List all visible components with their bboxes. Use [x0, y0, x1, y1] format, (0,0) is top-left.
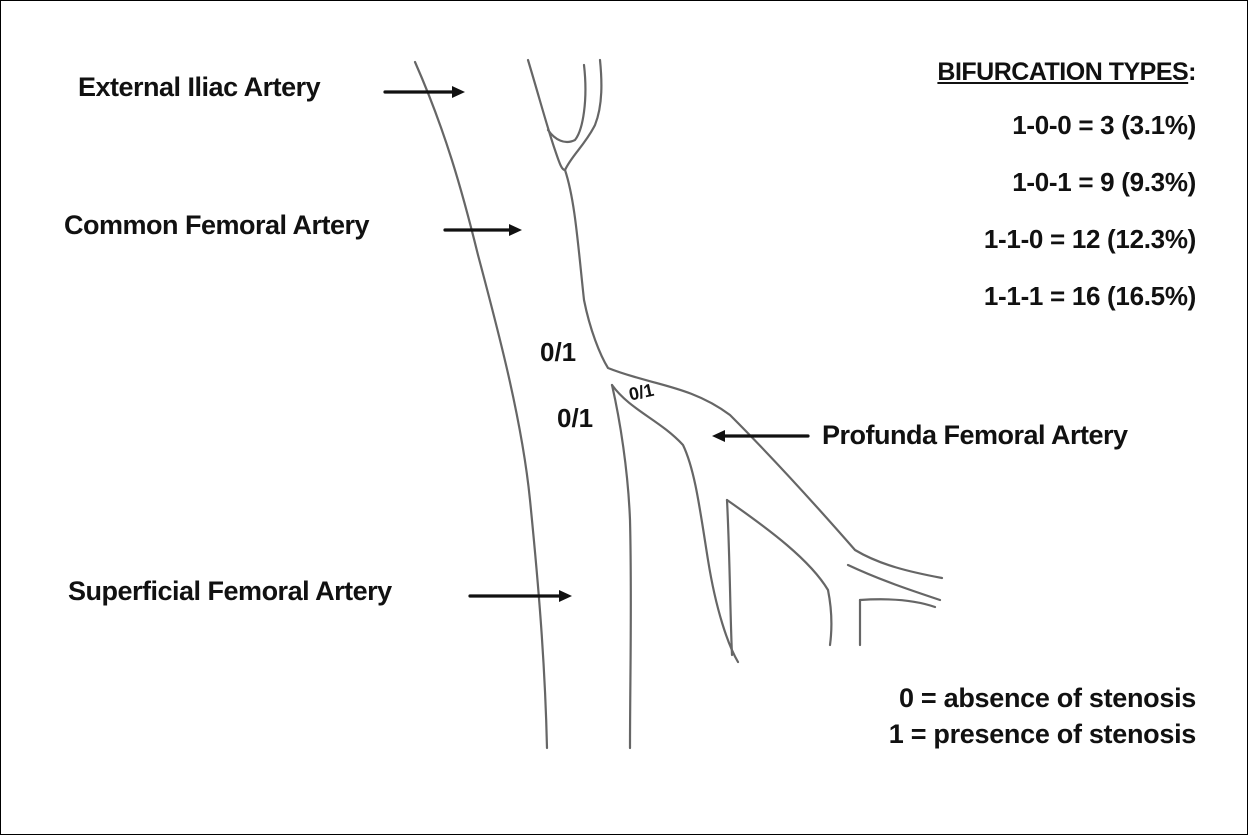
arrowhead-superficial-femoral: [559, 590, 572, 602]
profunda-distal-upper: [848, 565, 940, 600]
legend-absence: 0 = absence of stenosis: [889, 683, 1196, 719]
cfa-stenosis-code: 0/1: [540, 337, 576, 368]
bifurcation-title-colon: :: [1188, 58, 1196, 86]
sfa-right-wall: [612, 385, 631, 748]
bifurcation-type-item: 1-1-1 = 16 (16.5%): [984, 281, 1196, 338]
bifurcation-type-item: 1-1-0 = 12 (12.3%): [984, 224, 1196, 281]
iliac-branch-notch: [548, 65, 585, 142]
external-iliac-artery-label: External Iliac Artery: [78, 72, 320, 103]
common-femoral-artery-label: Common Femoral Artery: [64, 210, 369, 241]
bifurcation-types-title: BIFURCATION TYPES:: [937, 58, 1196, 87]
arrowhead-profunda-femoral: [712, 430, 725, 442]
sfa-stenosis-code: 0/1: [557, 403, 593, 434]
profunda-middle-branch-2: [727, 500, 831, 645]
bifurcation-types-list: 1-0-0 = 3 (3.1%) 1-0-1 = 9 (9.3%) 1-1-0 …: [984, 110, 1196, 338]
profunda-femoral-artery-label: Profunda Femoral Artery: [822, 420, 1128, 451]
stenosis-legend: 0 = absence of stenosis 1 = presence of …: [889, 683, 1196, 755]
arrowhead-common-femoral: [509, 224, 522, 236]
bifurcation-type-item: 1-0-0 = 3 (3.1%): [984, 110, 1196, 167]
profunda-distal-lower: [860, 599, 935, 607]
cfa-right-wall: [565, 170, 942, 578]
legend-presence: 1 = presence of stenosis: [889, 719, 1196, 755]
profunda-middle-branch: [727, 500, 732, 655]
bifurcation-title-text: BIFURCATION TYPES: [937, 58, 1188, 86]
main-vessel-left-wall: [415, 62, 547, 748]
superficial-femoral-artery-label: Superficial Femoral Artery: [68, 576, 392, 607]
bifurcation-type-item: 1-0-1 = 9 (9.3%): [984, 167, 1196, 224]
iliac-branch-outer: [528, 60, 565, 170]
arrowhead-external-iliac: [452, 86, 465, 98]
